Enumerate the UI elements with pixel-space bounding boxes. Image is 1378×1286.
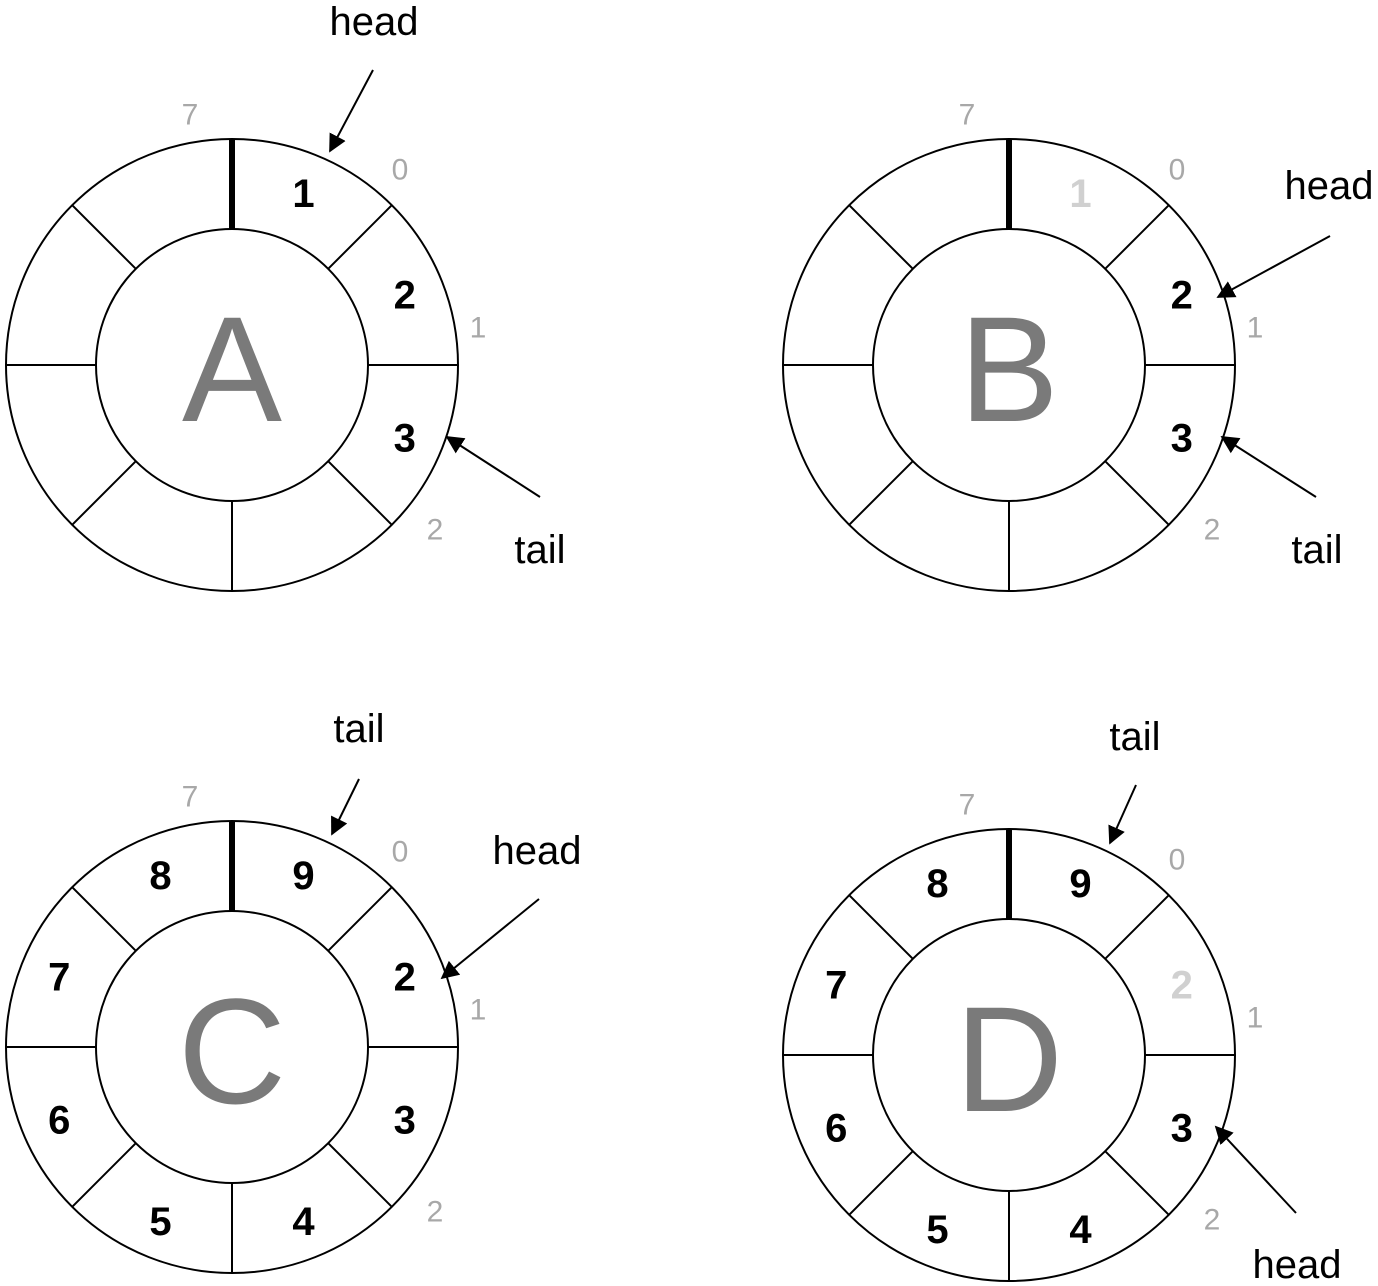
slot-divider <box>848 204 914 270</box>
slot-divider <box>327 460 393 526</box>
pointer-label-tail: tail <box>514 528 565 572</box>
slot-value-1: 2 <box>1171 963 1193 1007</box>
ring-letter: A <box>182 285 282 453</box>
pointer-arrow <box>1216 235 1331 298</box>
slot-value-3: 4 <box>1069 1208 1092 1252</box>
pointer-label-tail: tail <box>1291 528 1342 572</box>
slot-divider <box>327 204 393 270</box>
slot-index-label: 7 <box>959 789 976 822</box>
slot-value-2: 3 <box>394 1099 416 1143</box>
head-pointer: head <box>440 829 582 980</box>
slot-value-3: 4 <box>292 1200 315 1244</box>
slot-value-1: 2 <box>394 955 416 999</box>
head-pointer: head <box>1214 1125 1342 1286</box>
pointer-label-head: head <box>330 0 419 44</box>
pointer-arrow <box>1220 436 1317 498</box>
slot-index-label: 0 <box>392 154 409 187</box>
pointer-arrow <box>331 778 360 836</box>
slot-value-7: 8 <box>926 862 948 906</box>
slot-divider <box>71 204 137 270</box>
slot-divider <box>848 460 914 526</box>
slot-index-label: 0 <box>1169 844 1186 877</box>
slot-index-label: 7 <box>959 99 976 132</box>
slot-value-2: 3 <box>394 417 416 461</box>
slot-index-label: 2 <box>427 514 444 547</box>
pointer-label-head: head <box>493 829 582 873</box>
tail-pointer: tail <box>331 707 385 836</box>
head-pointer: head <box>1216 164 1374 298</box>
tail-pointer: tail <box>445 436 566 572</box>
slot-value-0: 9 <box>292 854 314 898</box>
slot-divider <box>71 886 137 952</box>
slot-value-5: 6 <box>48 1099 70 1143</box>
slot-value-6: 7 <box>48 955 70 999</box>
slot-divider <box>1104 460 1170 526</box>
slot-index-label: 0 <box>392 836 409 869</box>
pointer-arrow <box>329 69 374 153</box>
slot-divider <box>71 460 137 526</box>
slot-value-0: 1 <box>1069 172 1091 216</box>
slot-index-label: 7 <box>182 99 199 132</box>
slot-value-4: 5 <box>149 1200 171 1244</box>
tail-pointer: tail <box>1220 436 1343 572</box>
slot-index-label: 2 <box>1204 514 1221 547</box>
slot-index-label: 7 <box>182 781 199 814</box>
slot-value-4: 5 <box>926 1208 948 1252</box>
pointer-label-tail: tail <box>333 707 384 751</box>
pointer-label-head: head <box>1253 1243 1342 1286</box>
slot-divider <box>1104 894 1170 960</box>
pointer-arrow <box>1214 1125 1297 1214</box>
slot-index-label: 0 <box>1169 154 1186 187</box>
slot-index-label: 1 <box>470 312 487 345</box>
slot-divider <box>327 1142 393 1208</box>
slot-value-1: 2 <box>394 273 416 317</box>
slot-value-7: 8 <box>149 854 171 898</box>
slot-index-label: 1 <box>1247 312 1264 345</box>
slot-value-0: 1 <box>292 172 314 216</box>
slot-value-2: 3 <box>1171 417 1193 461</box>
slot-divider <box>71 1142 137 1208</box>
slot-index-label: 1 <box>1247 1002 1264 1035</box>
slot-index-label: 2 <box>427 1196 444 1229</box>
slot-divider <box>848 894 914 960</box>
pointer-label-tail: tail <box>1109 715 1160 759</box>
slot-divider <box>1104 204 1170 270</box>
slot-index-label: 2 <box>1204 1204 1221 1237</box>
slot-divider <box>848 1150 914 1216</box>
slot-value-2: 3 <box>1171 1107 1193 1151</box>
pointer-arrow <box>440 898 540 980</box>
slot-divider <box>1104 1150 1170 1216</box>
slot-value-6: 7 <box>825 963 847 1007</box>
slot-value-0: 9 <box>1069 862 1091 906</box>
pointer-arrow <box>1108 784 1137 845</box>
ring-letter: D <box>955 975 1063 1143</box>
pointer-arrow <box>445 436 541 498</box>
slot-value-5: 6 <box>825 1107 847 1151</box>
ring-letter: C <box>178 967 286 1135</box>
head-pointer: head <box>329 0 419 153</box>
slot-index-label: 1 <box>470 994 487 1027</box>
pointer-label-head: head <box>1285 164 1374 208</box>
ring-letter: B <box>959 285 1059 453</box>
tail-pointer: tail <box>1108 715 1161 845</box>
slot-value-1: 2 <box>1171 273 1193 317</box>
slot-divider <box>327 886 393 952</box>
